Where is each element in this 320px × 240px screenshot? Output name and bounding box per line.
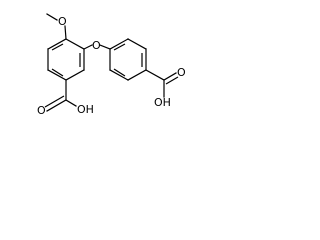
right-ring-double-1 bbox=[113, 43, 126, 51]
atom-label-ether-o: O bbox=[92, 39, 101, 52]
atom-label-left-carboxyl-oh: OH bbox=[77, 103, 94, 116]
left-ring-bond-6 bbox=[47, 38, 67, 50]
right-ring-double-3 bbox=[113, 68, 126, 77]
bond-left-carboxyl-oh bbox=[65, 99, 77, 107]
bond-left-carboxyl-double-o bbox=[46, 99, 67, 112]
left-ring-bond-1 bbox=[65, 38, 85, 50]
bond-ether-o-right-ring bbox=[99, 44, 111, 50]
bond-methyl-methoxy-o bbox=[46, 13, 58, 21]
bond-ring-ether-o bbox=[83, 44, 93, 50]
left-ring-bond-4 bbox=[47, 69, 67, 81]
atom-label-right-carboxyl-oh: OH bbox=[154, 96, 171, 109]
right-ring-bond-5 bbox=[109, 69, 129, 81]
atom-label-methoxy-o: O bbox=[58, 15, 67, 28]
bond-methoxy-o-ring bbox=[64, 25, 67, 40]
right-ring-bond-2 bbox=[127, 38, 147, 50]
bond-right-ring-carboxyl bbox=[145, 69, 165, 81]
right-ring-bond-1 bbox=[109, 38, 129, 50]
left-ring-bond-3 bbox=[65, 69, 85, 81]
bond-right-carboxyl-double-o-2 bbox=[165, 76, 179, 85]
bond-right-carboxyl-double-o bbox=[163, 72, 177, 81]
left-ring-double-2 bbox=[51, 68, 64, 77]
bond-left-carboxyl-double-o-2 bbox=[44, 95, 65, 108]
atom-label-right-carboxyl-o: O bbox=[177, 66, 186, 79]
left-ring-double-3 bbox=[51, 43, 64, 51]
right-ring-bond-4 bbox=[127, 69, 147, 81]
chemical-structure-diagram: O O O OH O OH bbox=[37, 13, 186, 117]
atom-label-left-carboxyl-o: O bbox=[37, 104, 46, 117]
